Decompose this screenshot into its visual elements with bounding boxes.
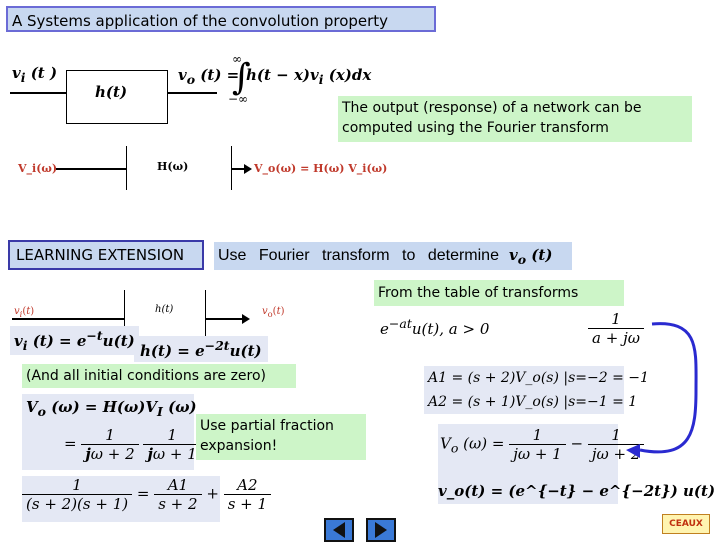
ht-equation: h(t) = e−2tu(t): [134, 336, 268, 362]
integral-body: h(t − x)vi (x)dx: [246, 66, 372, 87]
diagram1-input-line: [10, 92, 66, 94]
diagram1-block: h(t): [66, 70, 168, 124]
diagram3-arrowhead: [242, 314, 250, 324]
transform-time: e−atu(t), a > 0: [380, 316, 490, 338]
residue-a2: A2 = (s + 1)V_o(s) |s=−1 = 1: [428, 394, 638, 410]
residue-a1: A1 = (s + 2)V_o(s) |s=−2 = −1: [428, 370, 649, 386]
learning-extension-label: LEARNING EXTENSION: [8, 240, 204, 270]
diagram3-block-label: h(t): [155, 304, 174, 315]
integral-sign: ∫: [232, 57, 251, 98]
diagram3-block: h(t): [124, 290, 206, 342]
partial-fraction-note: Use partial fraction expansion!: [196, 414, 366, 460]
integral-upper-limit: ∞: [232, 52, 242, 66]
integral-lower-limit: −∞: [228, 92, 249, 106]
diagram3-input-label: vi(t): [14, 306, 35, 319]
diagram2-block: H(ω): [126, 146, 232, 190]
left-arrow-icon: [333, 522, 345, 538]
logo[interactable]: CEAUX: [662, 514, 710, 534]
diagram1-input-label: vi (t ): [12, 64, 58, 85]
diagram2-output-label: V_o(ω) = H(ω) V_i(ω): [254, 162, 388, 175]
diagram2-arrowhead: [244, 164, 252, 174]
page-title: A Systems application of the convolution…: [6, 6, 436, 32]
diagram2-input-label: V_i(ω): [18, 162, 58, 175]
output-note: The output (response) of a network can b…: [338, 96, 692, 142]
diagram1-output-equation: vo (t) =: [178, 66, 240, 87]
transform-freq-den: a + jω: [592, 329, 640, 347]
diagram1-block-label: h(t): [95, 83, 128, 101]
task-text: Use Fourier transform to determine: [218, 247, 499, 264]
diagram2-output-line: [231, 168, 245, 170]
diagram3-output-line: [205, 318, 243, 320]
transform-freq-num: 1: [588, 310, 644, 329]
residues-box: A1 = (s + 2)V_o(s) |s=−2 = −1 A2 = (s + …: [424, 366, 649, 414]
initial-conditions-note: (And all initial conditions are zero): [22, 364, 296, 388]
vo-result-time: v_o(t) = (e^{−t} − e^{−2t}) u(t): [438, 482, 715, 504]
diagram1-output-line: [167, 92, 217, 94]
connector-curve: [626, 322, 698, 458]
task-target: vo (t): [508, 245, 553, 267]
diagram2-block-label: H(ω): [157, 160, 189, 173]
vo-omega-line1: Vo (ω) = H(ω)VI (ω): [26, 398, 197, 419]
prev-slide-button[interactable]: [324, 518, 354, 542]
table-note: From the table of transforms: [374, 280, 624, 306]
right-arrow-icon: [375, 522, 387, 538]
diagram3-input-line: [12, 318, 124, 320]
vi-equation: vi (t) = e−tu(t): [10, 326, 139, 355]
diagram3-output-label: vo(t): [262, 306, 285, 319]
task-box: Use Fourier transform to determine vo (t…: [214, 242, 572, 270]
next-slide-button[interactable]: [366, 518, 396, 542]
diagram2-input-line: [56, 168, 126, 170]
